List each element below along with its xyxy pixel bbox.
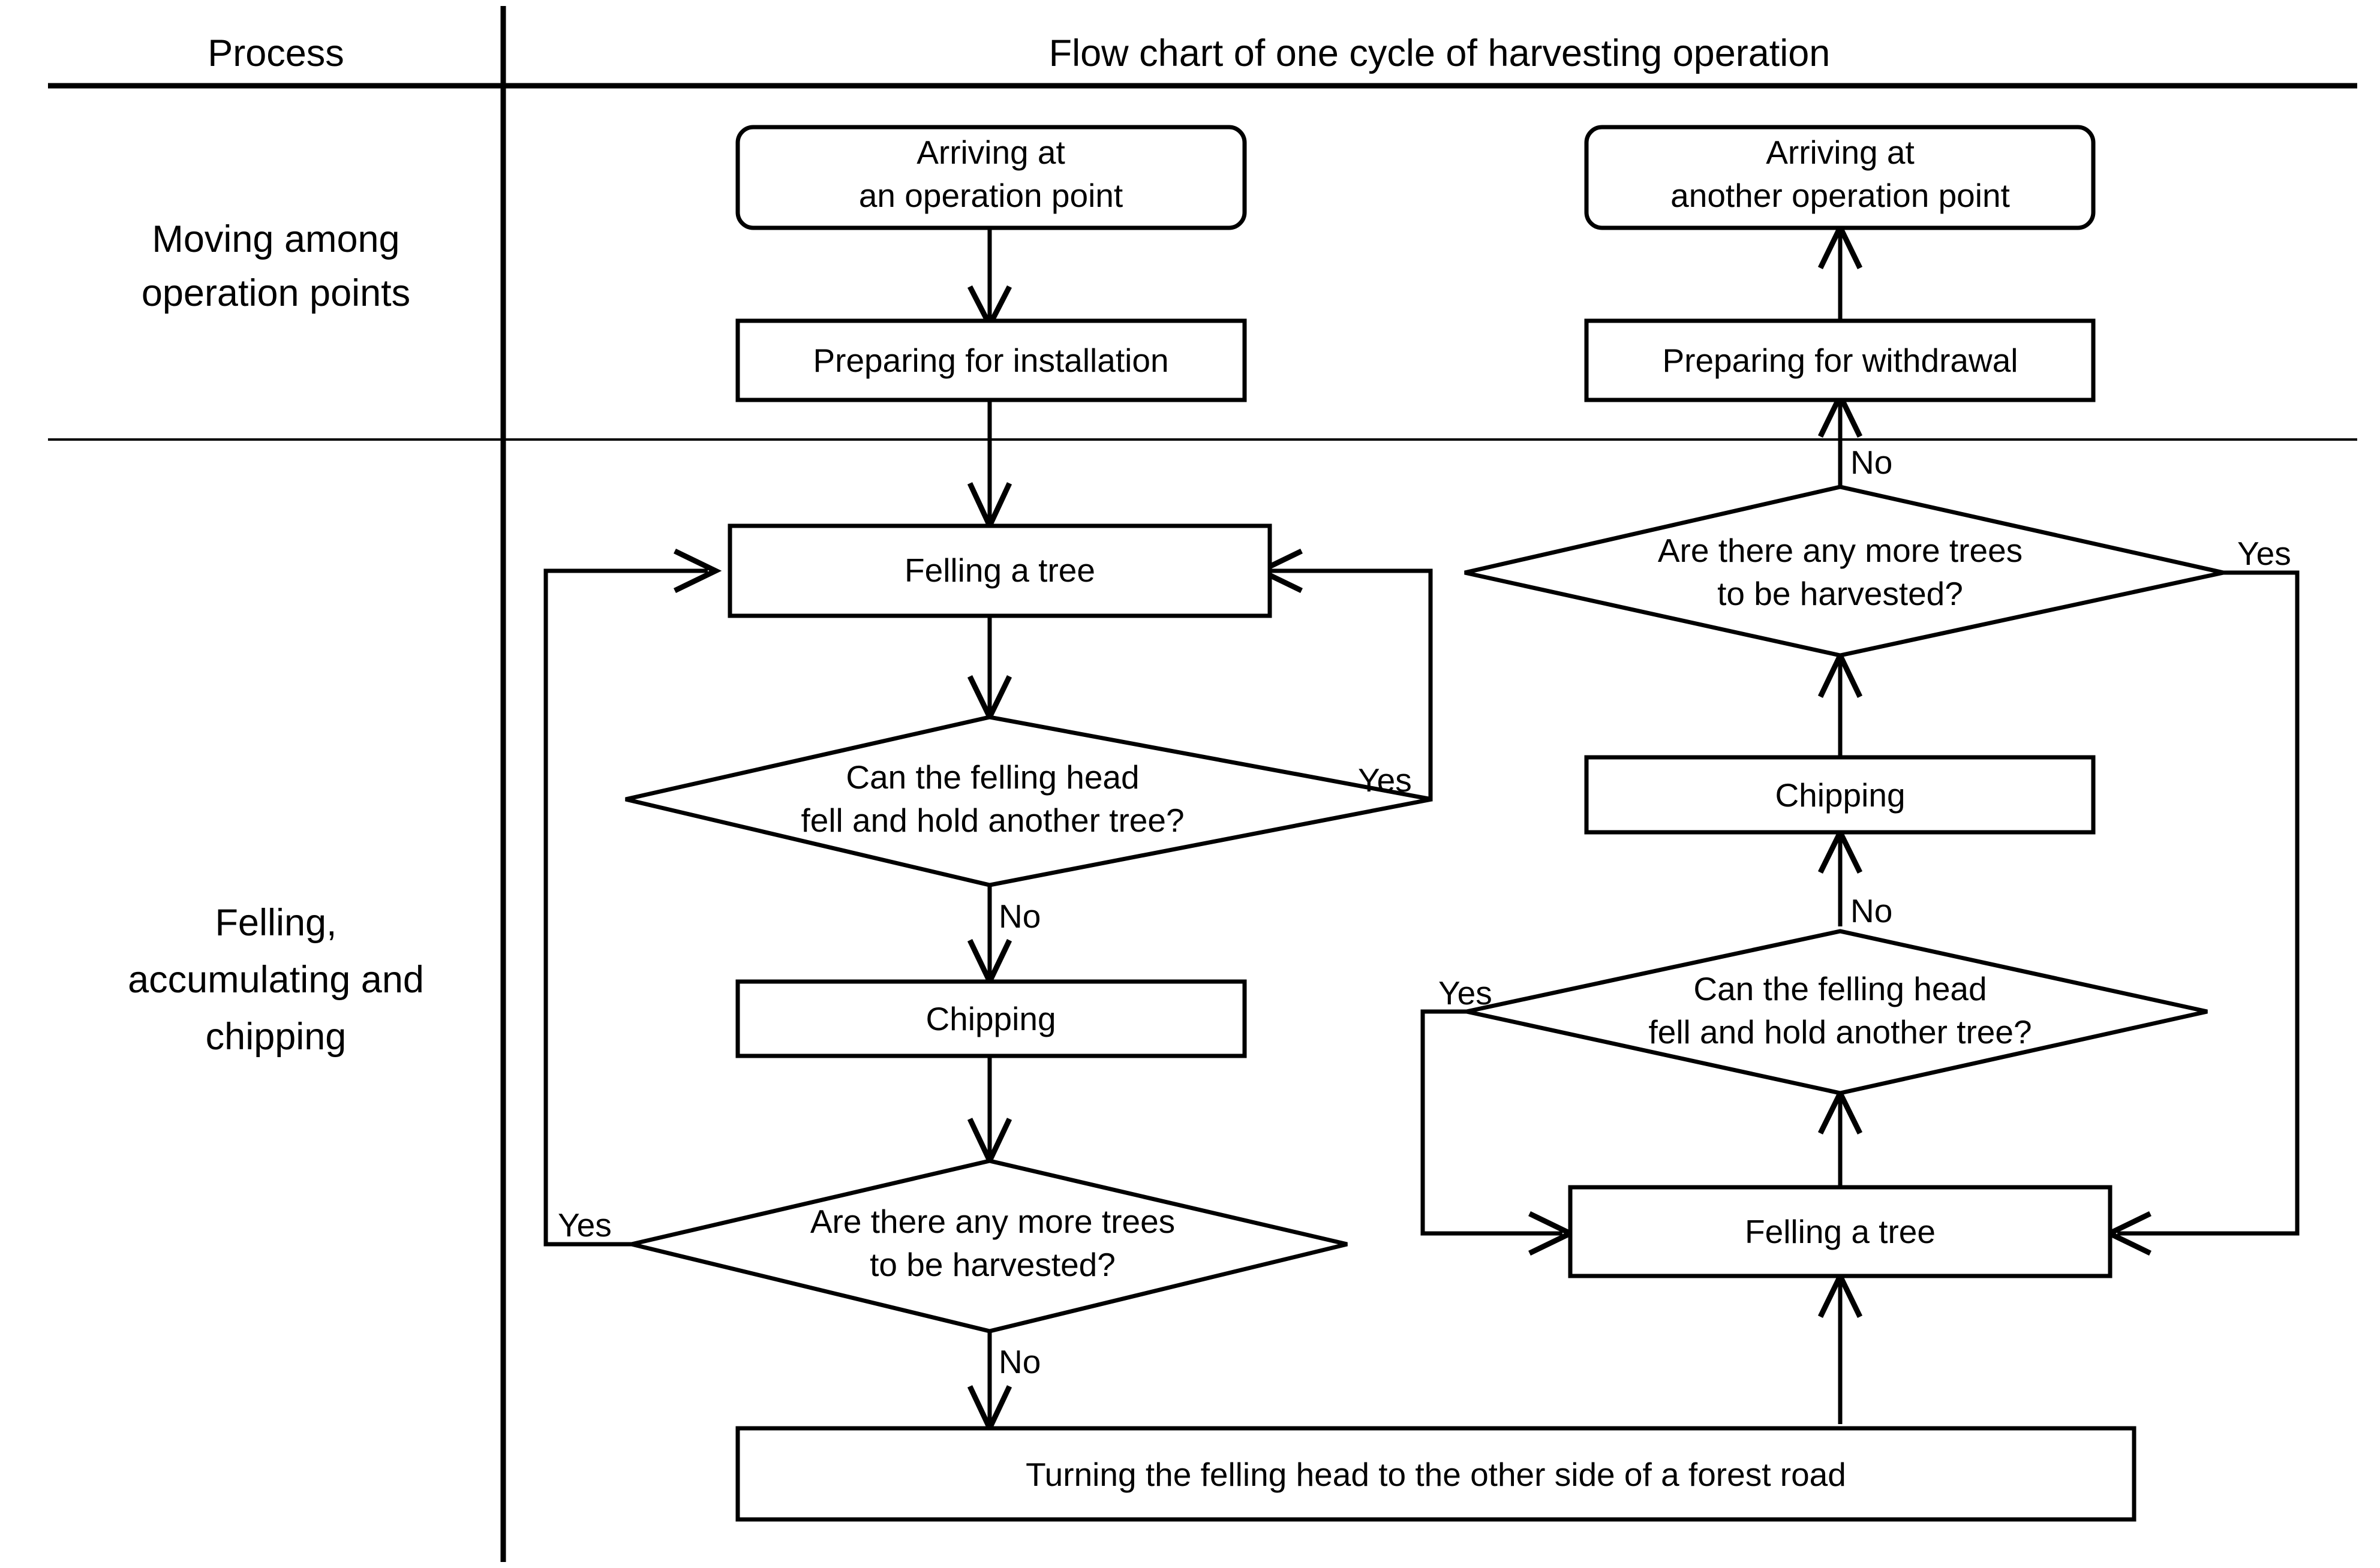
edge-decidemoreright-yes-to-fellright	[2103, 570, 2300, 1256]
node-felling-tree-right[interactable]: Felling a tree	[1568, 1185, 2112, 1278]
column-header-process: Process	[208, 32, 344, 74]
edge-chipleft-to-decidemoreleft	[967, 1055, 1012, 1167]
node-arriving-operation-point-line2: an operation point	[859, 177, 1123, 214]
node-decision-felling-head-right-shape	[1466, 929, 2208, 1096]
node-chipping-right-label: Chipping	[1775, 777, 1905, 814]
edge-label-more-right-yes: Yes	[2237, 535, 2291, 572]
row-label-felling-line2: accumulating and	[128, 959, 424, 1001]
node-decision-more-trees-right-line2: to be harvested?	[1717, 575, 1963, 612]
node-preparing-withdrawal[interactable]: Preparing for withdrawal	[1584, 318, 2096, 402]
edge-fellleft-to-decideheadleft	[967, 616, 1012, 724]
node-felling-tree-right-label: Felling a tree	[1745, 1213, 1936, 1250]
node-felling-tree-left-label: Felling a tree	[904, 552, 1095, 589]
node-chipping-right[interactable]: Chipping	[1584, 755, 2096, 835]
node-felling-tree-right-shape	[1568, 1185, 2112, 1278]
edge-label-head-right-no: No	[1850, 892, 1892, 929]
node-felling-tree-left[interactable]: Felling a tree	[728, 523, 1272, 618]
node-preparing-installation-shape	[735, 318, 1247, 402]
node-decision-felling-head-left[interactable]: Can the felling head fell and hold anoth…	[625, 715, 1432, 887]
node-arriving-another-operation-point-line1: Arriving at	[1766, 134, 1915, 171]
row-label-felling-line1: Felling,	[215, 902, 336, 944]
row-label-moving-line1: Moving among	[152, 218, 399, 260]
edge-label-head-right-yes: Yes	[1438, 974, 1492, 1012]
edge-label-more-right-no: No	[1850, 444, 1892, 481]
node-decision-more-trees-left-shape	[631, 1158, 1348, 1334]
row-label-moving: Moving among operation points	[142, 218, 410, 314]
edge-label-head-left-no: No	[999, 898, 1041, 935]
node-arriving-operation-point-shape	[735, 125, 1247, 230]
node-decision-more-trees-right[interactable]: Are there any more trees to be harvested…	[1464, 484, 2224, 658]
table-rules	[48, 6, 2357, 1562]
edge-turnhead-to-fellright	[1817, 1269, 1863, 1424]
node-decision-more-trees-right-shape	[1464, 484, 2224, 658]
edge-label-more-left-no: No	[999, 1343, 1041, 1380]
node-arriving-another-operation-point-line2: another operation point	[1670, 177, 2010, 214]
node-decision-felling-head-right-line2: fell and hold another tree?	[1648, 1013, 2032, 1051]
node-preparing-withdrawal-label: Preparing for withdrawal	[1662, 342, 2018, 379]
node-turning-felling-head[interactable]: Turning the felling head to the other si…	[735, 1426, 2136, 1522]
node-felling-tree-left-shape	[728, 523, 1272, 618]
edge-chipright-to-decidemoreright	[1817, 649, 1863, 757]
node-turning-felling-head-shape	[735, 1426, 2136, 1522]
node-decision-more-trees-left-line2: to be harvested?	[870, 1246, 1116, 1283]
node-turning-felling-head-label: Turning the felling head to the other si…	[1026, 1456, 1846, 1493]
node-preparing-installation[interactable]: Preparing for installation	[735, 318, 1247, 402]
node-decision-more-trees-left-line1: Are there any more trees	[810, 1203, 1175, 1240]
node-chipping-left[interactable]: Chipping	[735, 979, 1247, 1058]
node-decision-more-trees-right-line1: Are there any more trees	[1658, 532, 2023, 569]
column-header-flow: Flow chart of one cycle of harvesting op…	[1049, 32, 1831, 74]
node-arriving-operation-point-line1: Arriving at	[916, 134, 1065, 171]
edge-fellright-to-decideheadright	[1817, 1087, 1863, 1187]
node-chipping-right-shape	[1584, 755, 2096, 835]
edge-preparewithdraw-to-arrive2	[1817, 221, 1863, 321]
row-label-moving-line2: operation points	[142, 272, 410, 314]
node-decision-more-trees-left[interactable]: Are there any more trees to be harvested…	[631, 1158, 1348, 1334]
edge-arrive1-to-prepareinstall	[967, 228, 1012, 331]
edge-prepareinstall-to-fellleft	[967, 400, 1012, 532]
row-label-felling: Felling, accumulating and chipping	[128, 902, 424, 1058]
node-decision-felling-head-right[interactable]: Can the felling head fell and hold anoth…	[1466, 929, 2208, 1096]
node-decision-felling-head-left-shape	[625, 715, 1432, 887]
node-arriving-operation-point[interactable]: Arriving at an operation point	[735, 125, 1247, 230]
node-chipping-left-shape	[735, 979, 1247, 1058]
node-chipping-left-label: Chipping	[925, 1000, 1056, 1037]
node-arriving-another-operation-point-shape	[1584, 125, 2096, 230]
edge-label-more-left-yes: Yes	[558, 1206, 612, 1244]
edge-label-head-left-yes: Yes	[1358, 762, 1412, 799]
node-preparing-withdrawal-shape	[1584, 318, 2096, 402]
row-label-felling-line3: chipping	[206, 1016, 347, 1058]
node-preparing-installation-label: Preparing for installation	[813, 342, 1168, 379]
node-decision-felling-head-left-line1: Can the felling head	[846, 759, 1139, 796]
node-decision-felling-head-left-line2: fell and hold another tree?	[801, 802, 1184, 839]
node-arriving-another-operation-point[interactable]: Arriving at another operation point	[1584, 125, 2096, 230]
edge-decidemoreleft-yes-to-fellleft	[543, 548, 722, 1247]
node-decision-felling-head-right-line1: Can the felling head	[1693, 970, 1987, 1007]
